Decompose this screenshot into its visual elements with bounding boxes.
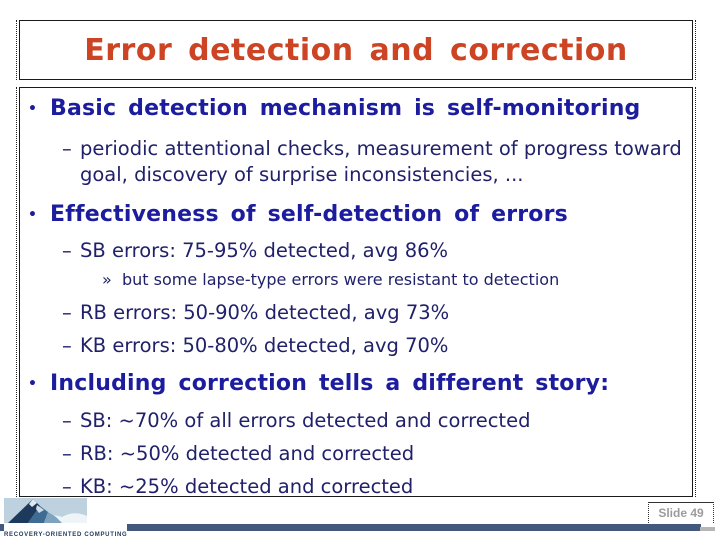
bullet-level2: – KB errors: 50-80% detected, avg 70%: [26, 333, 688, 359]
bullet-text: KB errors: 50-80% detected, avg 70%: [80, 334, 449, 357]
bullet-text: KB: ~25% detected and corrected: [80, 475, 414, 498]
bullet-text: Basic detection mechanism is self-monito…: [50, 96, 641, 121]
bullet-level2: – KB: ~25% detected and corrected: [26, 474, 688, 500]
dash-marker: –: [62, 475, 72, 498]
bullet-text: RB errors: 50-90% detected, avg 73%: [80, 301, 450, 324]
dash-marker: –: [62, 137, 72, 160]
bullet-text: RB: ~50% detected and corrected: [80, 442, 415, 465]
dash-marker: –: [62, 409, 72, 432]
bullet-level3: » but some lapse-type errors were resist…: [26, 268, 688, 292]
footer-bar-shadow: [700, 527, 715, 531]
page-title: Error detection and correction: [84, 32, 628, 68]
bullet-text: SB errors: 75-95% detected, avg 86%: [80, 239, 449, 262]
chevron-marker: »: [102, 270, 112, 289]
content-box: • Basic detection mechanism is self-moni…: [16, 87, 696, 500]
bullet-list: • Basic detection mechanism is self-moni…: [19, 87, 693, 500]
slide-number: Slide 49: [658, 506, 704, 520]
footer-bar: [0, 524, 701, 531]
dash-marker: –: [62, 301, 72, 324]
title-box: Error detection and correction: [16, 20, 696, 80]
mountain-logo-icon: [4, 498, 87, 523]
bullet-level1: • Including correction tells a different…: [26, 369, 688, 399]
slide-number-box: Slide 49: [648, 502, 714, 523]
bullet-text: but some lapse-type errors were resistan…: [122, 270, 560, 289]
bullet-level2: – SB errors: 75-95% detected, avg 86%: [26, 238, 688, 264]
bullet-level1: • Basic detection mechanism is self-moni…: [26, 94, 688, 124]
roc-logo: Recovery-Oriented Computing: [4, 497, 128, 539]
dash-marker: –: [62, 442, 72, 465]
bullet-level2: – SB: ~70% of all errors detected and co…: [26, 408, 688, 434]
bullet-dot-marker: •: [28, 207, 38, 223]
bullet-dot-marker: •: [28, 376, 38, 392]
bullet-text: Effectiveness of self-detection of error…: [50, 202, 568, 227]
logo-caption: Recovery-Oriented Computing: [4, 532, 128, 538]
dash-marker: –: [62, 334, 72, 357]
dash-marker: –: [62, 239, 72, 262]
bullet-text: Including correction tells a different s…: [50, 371, 610, 396]
bullet-level2: – periodic attentional checks, measureme…: [26, 136, 688, 188]
bullet-level2: – RB errors: 50-90% detected, avg 73%: [26, 300, 688, 326]
bullet-text: SB: ~70% of all errors detected and corr…: [80, 409, 531, 432]
bullet-level2: – RB: ~50% detected and corrected: [26, 441, 688, 467]
bullet-text: periodic attentional checks, measurement…: [80, 137, 682, 186]
bullet-level1: • Effectiveness of self-detection of err…: [26, 200, 688, 230]
bullet-dot-marker: •: [28, 101, 38, 117]
